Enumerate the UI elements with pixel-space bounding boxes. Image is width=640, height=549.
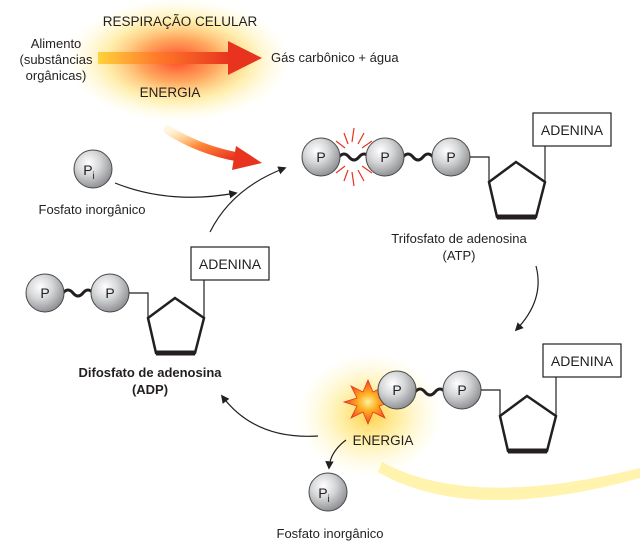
atp-lower-molecule: P P ADENINA bbox=[342, 343, 622, 454]
svg-text:P: P bbox=[392, 382, 401, 398]
adp-molecule: P P ADENINA bbox=[25, 246, 270, 356]
svg-text:P: P bbox=[316, 149, 325, 165]
adp-adenine-box bbox=[190, 246, 270, 281]
svg-text:P: P bbox=[446, 149, 455, 165]
food-label-line-1: Alimento bbox=[31, 36, 82, 51]
svg-text:ADENINA: ADENINA bbox=[199, 256, 262, 272]
inorganic-phosphate-label-top: Fosfato inorgânico bbox=[39, 202, 146, 217]
atp-ribose-icon bbox=[487, 160, 547, 219]
inorganic-phosphate-top: Pi bbox=[73, 149, 113, 189]
inorganic-phosphate-bottom: Pi bbox=[308, 472, 348, 512]
atp-down-arrow bbox=[514, 265, 539, 332]
atp-name: Trifosfato de adenosina bbox=[391, 231, 527, 246]
svg-text:P: P bbox=[380, 149, 389, 165]
svg-text:P: P bbox=[457, 382, 466, 398]
svg-text:ADENINA: ADENINA bbox=[551, 353, 614, 369]
pi-to-atp-arrow bbox=[114, 182, 238, 199]
to-adp-arrow bbox=[220, 394, 319, 437]
svg-text:Pi: Pi bbox=[83, 162, 95, 182]
food-label-line-3: orgânicas) bbox=[26, 68, 87, 83]
energy-label-top: ENERGIA bbox=[140, 85, 201, 100]
svg-text:Pi: Pi bbox=[318, 485, 330, 505]
lower-adenine-box bbox=[542, 343, 622, 378]
respiration-title: RESPIRAÇÃO CELULAR bbox=[103, 14, 258, 29]
atp-phosphate-2 bbox=[365, 137, 405, 177]
adp-phosphate-1 bbox=[25, 273, 65, 313]
respiration-arrow bbox=[98, 41, 262, 75]
energy-label-bottom: ENERGIA bbox=[353, 433, 414, 448]
bond-spark-icon bbox=[335, 127, 373, 187]
atp-molecule: P P P ADENINA bbox=[301, 112, 612, 220]
atp-abbr: (ATP) bbox=[443, 248, 476, 263]
lower-phosphate-1 bbox=[377, 370, 417, 410]
svg-text:ADENINA: ADENINA bbox=[541, 122, 604, 138]
inorganic-phosphate-label-bottom: Fosfato inorgânico bbox=[277, 526, 384, 541]
svg-text:P: P bbox=[40, 285, 49, 301]
lower-ribose-icon bbox=[498, 394, 558, 453]
adp-ribose-icon bbox=[146, 296, 206, 355]
atp-adenine-box bbox=[532, 112, 612, 147]
adp-abbr: (ADP) bbox=[132, 382, 168, 397]
energy-to-atp-arrow bbox=[163, 125, 262, 170]
atp-phosphate-1 bbox=[301, 137, 341, 177]
adp-name: Difosfato de adenosina bbox=[78, 365, 222, 380]
release-phosphate-arrow bbox=[325, 439, 347, 470]
products-label: Gás carbônico + água bbox=[271, 50, 399, 65]
food-label-line-2: (substâncias bbox=[20, 52, 93, 67]
adp-to-atp-arrow bbox=[209, 166, 287, 233]
svg-text:P: P bbox=[105, 285, 114, 301]
food-label: Alimento (substâncias orgânicas) bbox=[20, 36, 93, 83]
